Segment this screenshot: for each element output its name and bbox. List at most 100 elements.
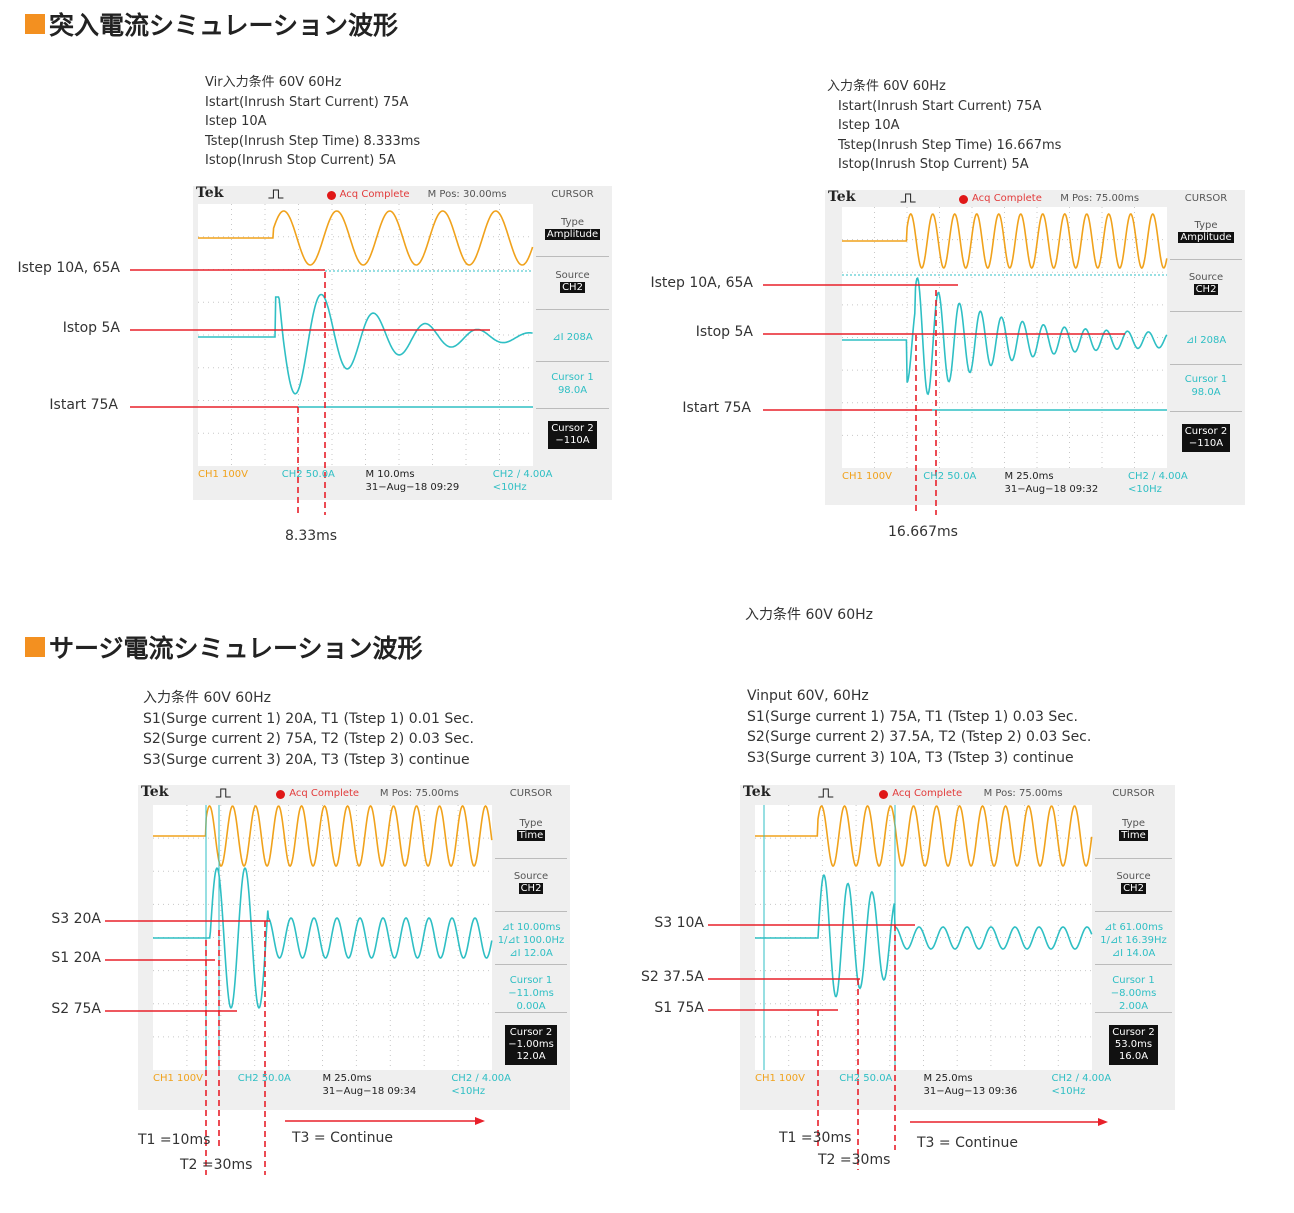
cursor2-wrap: Cursor 2−110A	[1170, 423, 1242, 452]
cursor-readout: ⊿I 208A	[552, 332, 593, 344]
condition-line: S2(Surge current 2) 75A, T2 (Tstep 2) 0.…	[143, 731, 474, 747]
trigger-pulse-icon	[900, 193, 916, 203]
cursor2-box: Cursor 2−110A	[548, 421, 597, 450]
cursor-readout: ⊿I 12.0A	[509, 947, 553, 959]
cursor2-readout: Cursor 2	[1112, 1026, 1155, 1038]
cursor-readout: ⊿I 208A	[1185, 334, 1227, 346]
surge-section-title: サージ電流シミュレーション波形	[25, 629, 423, 665]
m-position: M Pos: 75.00ms	[983, 788, 1063, 799]
source-value: CH2	[1121, 883, 1146, 895]
ch1-scale: CH1 100V	[755, 1073, 805, 1084]
capture-date: 31−Aug−18 09:32	[1004, 484, 1099, 495]
condition-line: Vinput 60V, 60Hz	[747, 688, 869, 704]
ch2-scale: CH2 50.0A	[281, 469, 335, 480]
cursor2-box: Cursor 2−110A	[1181, 423, 1231, 452]
cursor1-readout: 0.00A	[516, 1000, 546, 1012]
cursor1-readout: Cursor 1	[1184, 374, 1228, 386]
type-label: Type	[1194, 220, 1218, 232]
source-label: Source	[1188, 272, 1224, 284]
trigger-pulse-icon	[268, 189, 284, 199]
level-label: S3 20A	[51, 911, 101, 927]
level-label: Istart 75A	[682, 400, 751, 416]
panel-divider	[536, 308, 609, 310]
source-value-wrap: CH2	[495, 883, 567, 895]
timebase: M 25.0ms	[322, 1073, 372, 1084]
acq-status: Acq Complete	[339, 189, 410, 200]
arrow-head-icon	[475, 1117, 485, 1125]
m-position: M Pos: 75.00ms	[1060, 193, 1140, 204]
m-position: M Pos: 75.00ms	[379, 788, 459, 799]
level-label: Istop 5A	[62, 320, 120, 336]
condition-line: Tstep(Inrush Step Time) 16.667ms	[838, 137, 1062, 153]
surge-title-text: サージ電流シミュレーション波形	[49, 634, 423, 663]
orange-square-icon	[25, 637, 45, 657]
cursor1-readout: Cursor 1	[551, 371, 594, 383]
timing-label: 16.667ms	[888, 524, 958, 540]
level-label: S1 75A	[654, 1000, 704, 1016]
level-label: S1 20A	[51, 950, 101, 966]
condition-line: 入力条件 60V 60Hz	[143, 690, 271, 706]
cursor2-readout: Cursor 2	[1184, 425, 1228, 437]
type-label: Type	[561, 217, 584, 229]
type-label: Type	[1122, 818, 1145, 830]
panel-divider	[495, 1011, 567, 1013]
panel-divider	[1170, 311, 1242, 313]
trigger-frequency: <10Hz	[451, 1086, 486, 1097]
cursor-readout: ⊿t 10.00ms	[501, 921, 561, 933]
ch2-scale: CH2 50.0A	[839, 1073, 893, 1084]
panel-divider	[1170, 363, 1242, 365]
panel-divider	[1095, 911, 1172, 912]
panel-divider	[495, 964, 567, 965]
capture-date: 31−Aug−13 09:36	[923, 1086, 1018, 1097]
capture-date: 31−Aug−18 09:34	[322, 1086, 417, 1097]
source-label: Source	[555, 269, 590, 281]
ch2-waveform	[153, 867, 493, 1009]
condition-line: Istart(Inrush Start Current) 75A	[838, 98, 1042, 114]
condition-line: Istep 10A	[205, 114, 267, 129]
panel-divider	[1170, 259, 1242, 261]
type-value-wrap: Time	[1095, 830, 1172, 842]
type-value: Time	[1119, 830, 1148, 842]
scope-brand: Tek	[828, 189, 856, 205]
source-value-wrap: CH2	[1170, 284, 1242, 296]
cursor2-wrap: Cursor 2−110A	[536, 421, 609, 450]
cursor1-readout: −11.0ms	[508, 987, 554, 999]
panel-divider	[1095, 858, 1172, 859]
panel-divider	[536, 408, 609, 410]
cursor-menu-title: CURSOR	[509, 788, 553, 799]
type-value: Amplitude	[544, 229, 601, 241]
ch1-scale: CH1 100V	[842, 471, 892, 482]
inrush-title-text: 突入電流シミュレーション波形	[49, 11, 399, 40]
condition-line: S3(Surge current 3) 10A, T3 (Tstep 3) co…	[747, 749, 1074, 766]
source-label: Source	[1116, 871, 1151, 883]
condition-line: S1(Surge current 1) 75A, T1 (Tstep 1) 0.…	[747, 708, 1078, 725]
acq-status: Acq Complete	[892, 788, 963, 799]
timebase: M 25.0ms	[1004, 471, 1054, 482]
cursor-menu-title: CURSOR	[1184, 193, 1228, 204]
ch1-waveform	[755, 804, 1093, 868]
ch2-scale: CH2 50.0A	[923, 471, 977, 482]
cursor2-readout: 53.0ms	[1114, 1038, 1153, 1050]
condition-line: S1(Surge current 1) 20A, T1 (Tstep 1) 0.…	[143, 710, 474, 727]
level-label: S3 10A	[654, 915, 704, 931]
type-label: Type	[519, 818, 543, 830]
cursor2-readout: 16.0A	[1118, 1050, 1149, 1062]
condition-line: S2(Surge current 2) 37.5A, T2 (Tstep 2) …	[747, 729, 1092, 745]
timing-label: T2 =30ms	[818, 1152, 891, 1168]
orange-square-icon	[25, 14, 45, 34]
cursor1-readout: Cursor 1	[1112, 974, 1155, 986]
panel-divider	[495, 858, 567, 859]
condition-line: Istop(Inrush Stop Current) 5A	[838, 157, 1029, 172]
condition-line: Istep 10A	[838, 118, 900, 133]
ch1-waveform	[842, 212, 1168, 270]
panel-divider	[1095, 964, 1172, 965]
type-value: Time	[516, 830, 546, 842]
trigger-frequency: <10Hz	[1128, 484, 1162, 495]
cursor-menu-title: CURSOR	[1112, 788, 1155, 799]
panel-divider	[536, 256, 609, 258]
acq-dot	[276, 790, 286, 799]
trigger-pulse-icon	[818, 788, 834, 798]
